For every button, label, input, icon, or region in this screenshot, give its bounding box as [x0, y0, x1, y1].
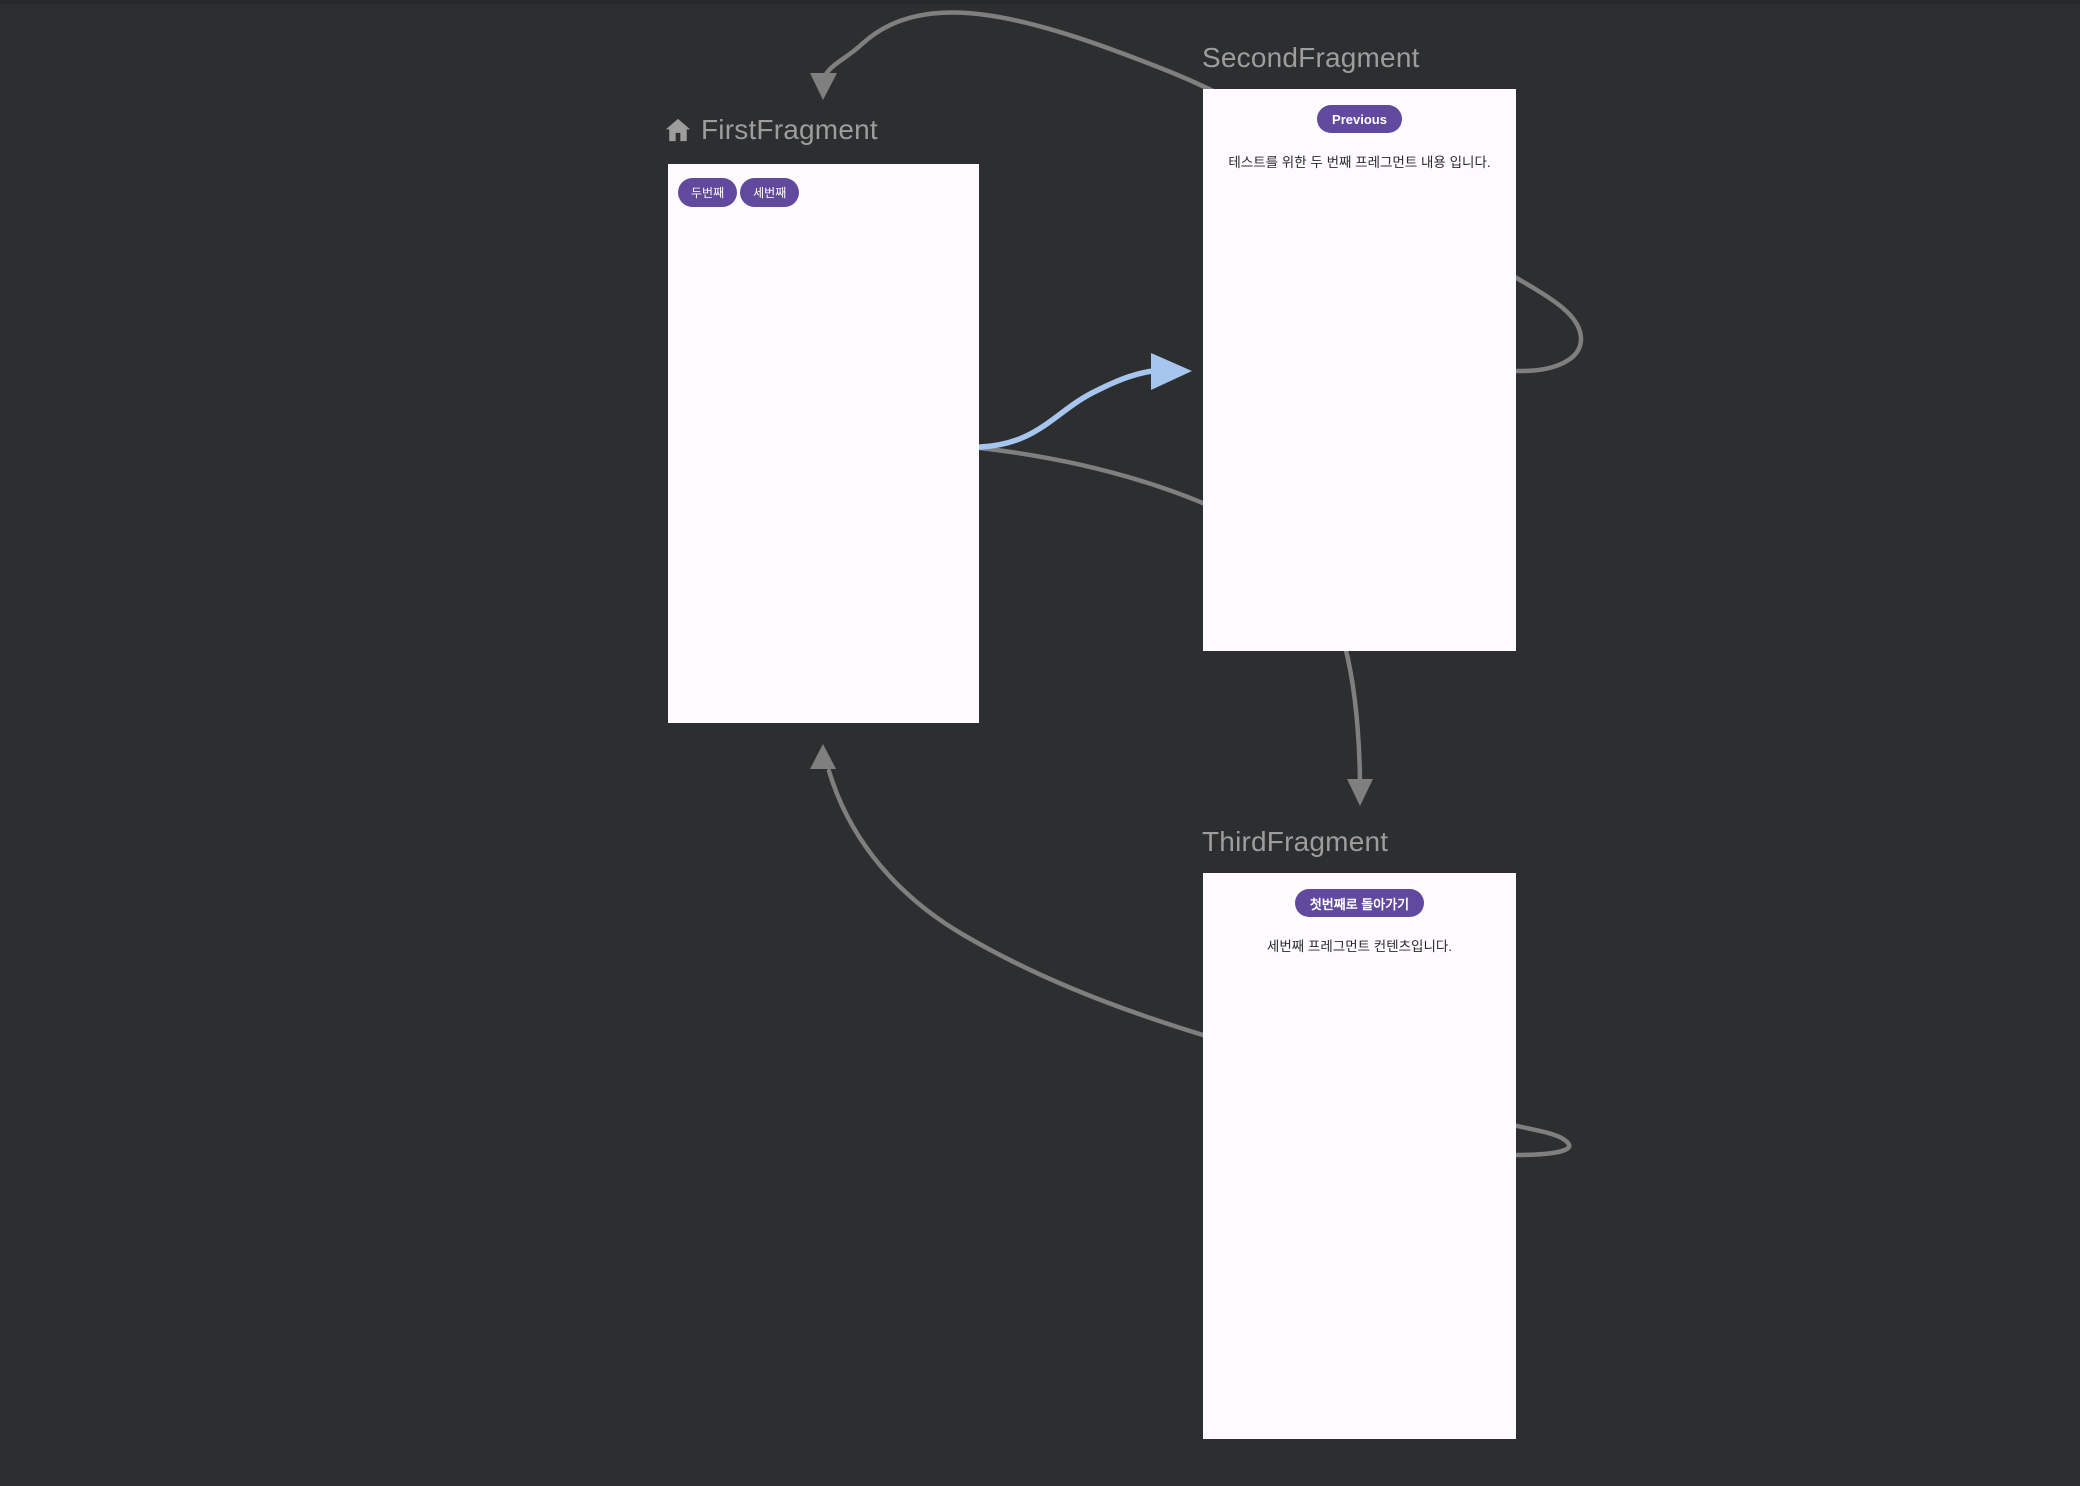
- action-first-to-second-line[interactable]: [977, 368, 1156, 450]
- fragment-title-third[interactable]: ThirdFragment: [1202, 826, 1389, 857]
- top-edge-divider: [0, 0, 2080, 4]
- second-fragment-body-text: 테스트를 위한 두 번째 프레그먼트 내용 입니다.: [1228, 155, 1491, 170]
- second-button: 두번째: [678, 178, 738, 207]
- action-first-to-third-arrowhead: [1347, 779, 1373, 806]
- fragment-card-first[interactable]: 두번째 세번째: [668, 164, 979, 723]
- action-first-to-second[interactable]: [977, 353, 1192, 450]
- third-fragment-body-text: 세번째 프레그먼트 컨텐츠입니다.: [1266, 939, 1453, 954]
- third-button: 세번째: [740, 178, 800, 207]
- fragment-card-third[interactable]: 첫번째로 돌아가기 세번째 프레그먼트 컨텐츠입니다.: [1203, 873, 1516, 1439]
- fragment-card-second[interactable]: Previous 테스트를 위한 두 번째 프레그먼트 내용 입니다.: [1203, 89, 1516, 651]
- fragment-header-third[interactable]: ThirdFragment: [1202, 824, 1388, 860]
- action-first-to-second-arrowhead: [1151, 353, 1192, 390]
- previous-button: Previous: [1317, 105, 1402, 133]
- fragment-header-second[interactable]: SecondFragment: [1202, 40, 1420, 76]
- first-preview-button-row: 두번째 세번째: [668, 164, 979, 207]
- home-icon: [665, 118, 691, 142]
- fragment-title-second[interactable]: SecondFragment: [1202, 42, 1420, 73]
- back-to-first-button: 첫번째로 돌아가기: [1294, 889, 1425, 917]
- fragment-title-first[interactable]: FirstFragment: [701, 114, 878, 145]
- fragment-header-first[interactable]: FirstFragment: [664, 112, 878, 148]
- action-second-to-first-arrowhead: [810, 73, 837, 100]
- action-third-to-first-arrowhead: [810, 744, 836, 769]
